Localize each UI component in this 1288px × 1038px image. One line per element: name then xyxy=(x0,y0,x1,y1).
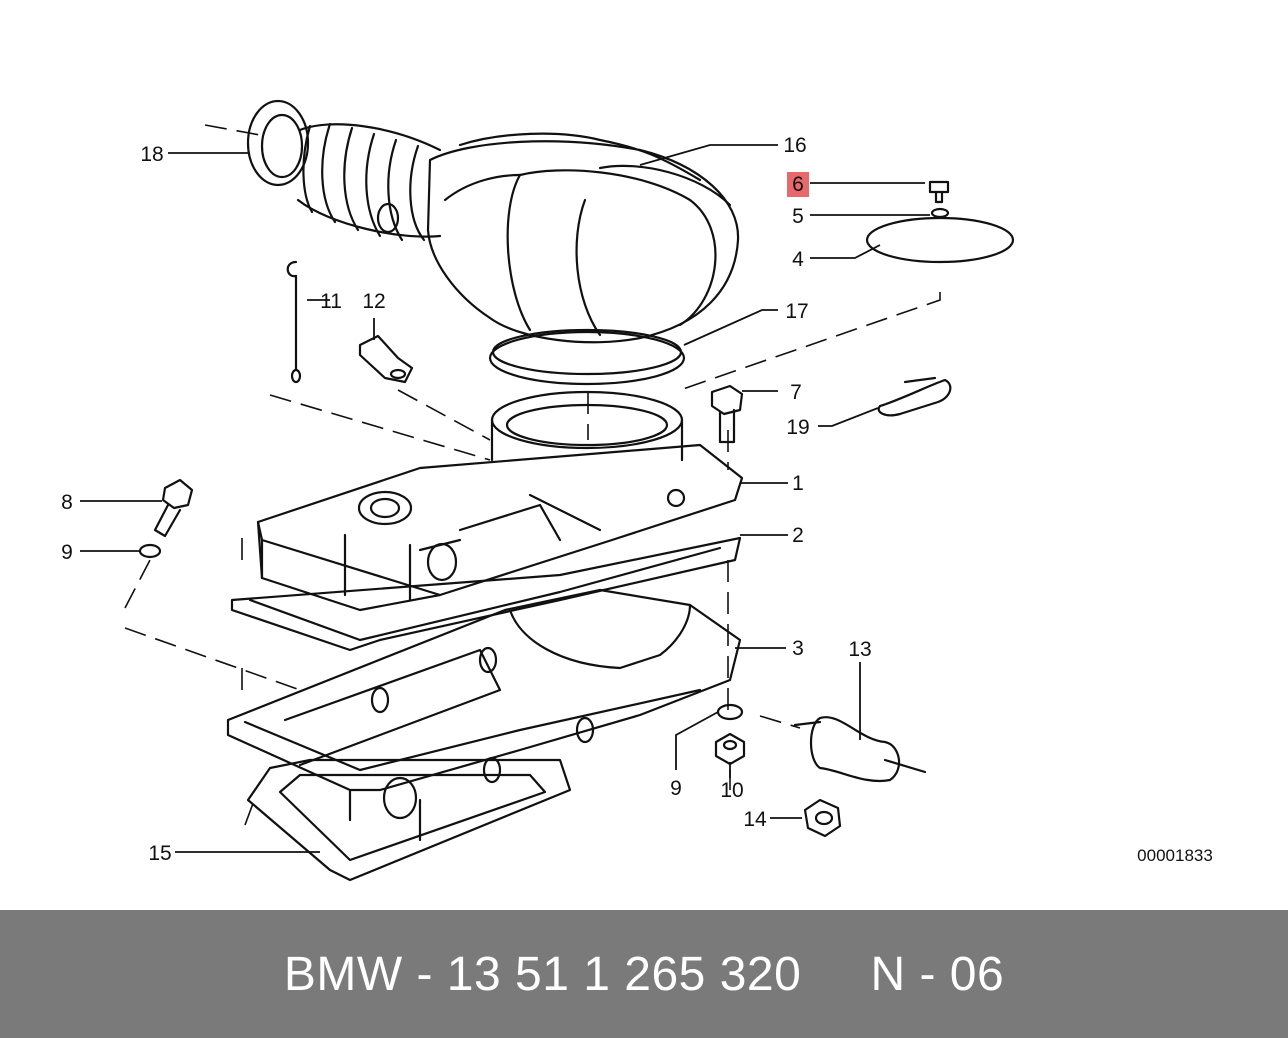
callout-11: 11 xyxy=(320,290,342,313)
callout-8: 8 xyxy=(61,491,73,514)
washer-5 xyxy=(930,207,950,219)
callout-15: 15 xyxy=(148,842,171,865)
assembly-lines xyxy=(124,124,941,826)
callout-18: 18 xyxy=(140,143,163,166)
callout-19: 19 xyxy=(786,416,809,439)
bolt-7 xyxy=(710,384,744,444)
callout-4: 4 xyxy=(792,248,804,271)
callout-9b: 9 xyxy=(670,777,682,800)
callout-2: 2 xyxy=(792,524,804,547)
washer-9b xyxy=(716,703,744,721)
callout-9a: 9 xyxy=(61,541,73,564)
clamp-ring xyxy=(488,328,686,386)
gasket xyxy=(230,536,742,652)
callout-14: 14 xyxy=(743,808,767,831)
callout-17: 17 xyxy=(785,300,808,323)
lower-housing xyxy=(226,588,742,842)
disc-4 xyxy=(865,216,1015,264)
parts-diagram: 1 2 3 4 5 6 7 8 9 9 10 11 12 13 14 15 16… xyxy=(61,99,1213,882)
screw-6 xyxy=(928,180,950,204)
clip-19 xyxy=(877,376,952,417)
pin-11 xyxy=(286,260,302,384)
bolt-8 xyxy=(153,478,194,538)
rubber-mount-13 xyxy=(793,716,927,783)
caption-bar: BMW - 13 51 1 265 320 N - 06 xyxy=(0,910,1288,1038)
callout-13: 13 xyxy=(848,638,871,661)
nut-10 xyxy=(714,732,746,766)
bracket-12 xyxy=(358,334,414,384)
part-number-caption: BMW - 13 51 1 265 320 N - 06 xyxy=(283,947,1005,1001)
drawing-code: 00001833 xyxy=(1137,846,1213,865)
corrugated-hose xyxy=(296,122,442,242)
callout-1: 1 xyxy=(792,472,804,495)
highlight-box xyxy=(787,172,809,197)
intake-housing xyxy=(426,132,740,344)
callout-5: 5 xyxy=(792,205,804,228)
nut-14 xyxy=(803,798,842,838)
callout-6-highlighted: 6 xyxy=(792,173,804,196)
callout-16: 16 xyxy=(783,134,806,157)
hose-end-ring xyxy=(246,99,310,187)
upper-cover xyxy=(256,443,744,612)
washer-9a xyxy=(138,543,162,559)
callout-10: 10 xyxy=(720,779,743,802)
callout-3: 3 xyxy=(792,637,804,660)
bottom-plate xyxy=(246,758,572,882)
callout-12: 12 xyxy=(362,290,385,313)
cover-collar xyxy=(490,390,684,462)
leader-lines xyxy=(80,144,930,853)
callout-7: 7 xyxy=(790,381,802,404)
exploded-view-drawing: 1 2 3 4 5 6 7 8 9 9 10 11 12 13 14 15 16… xyxy=(61,99,1213,882)
